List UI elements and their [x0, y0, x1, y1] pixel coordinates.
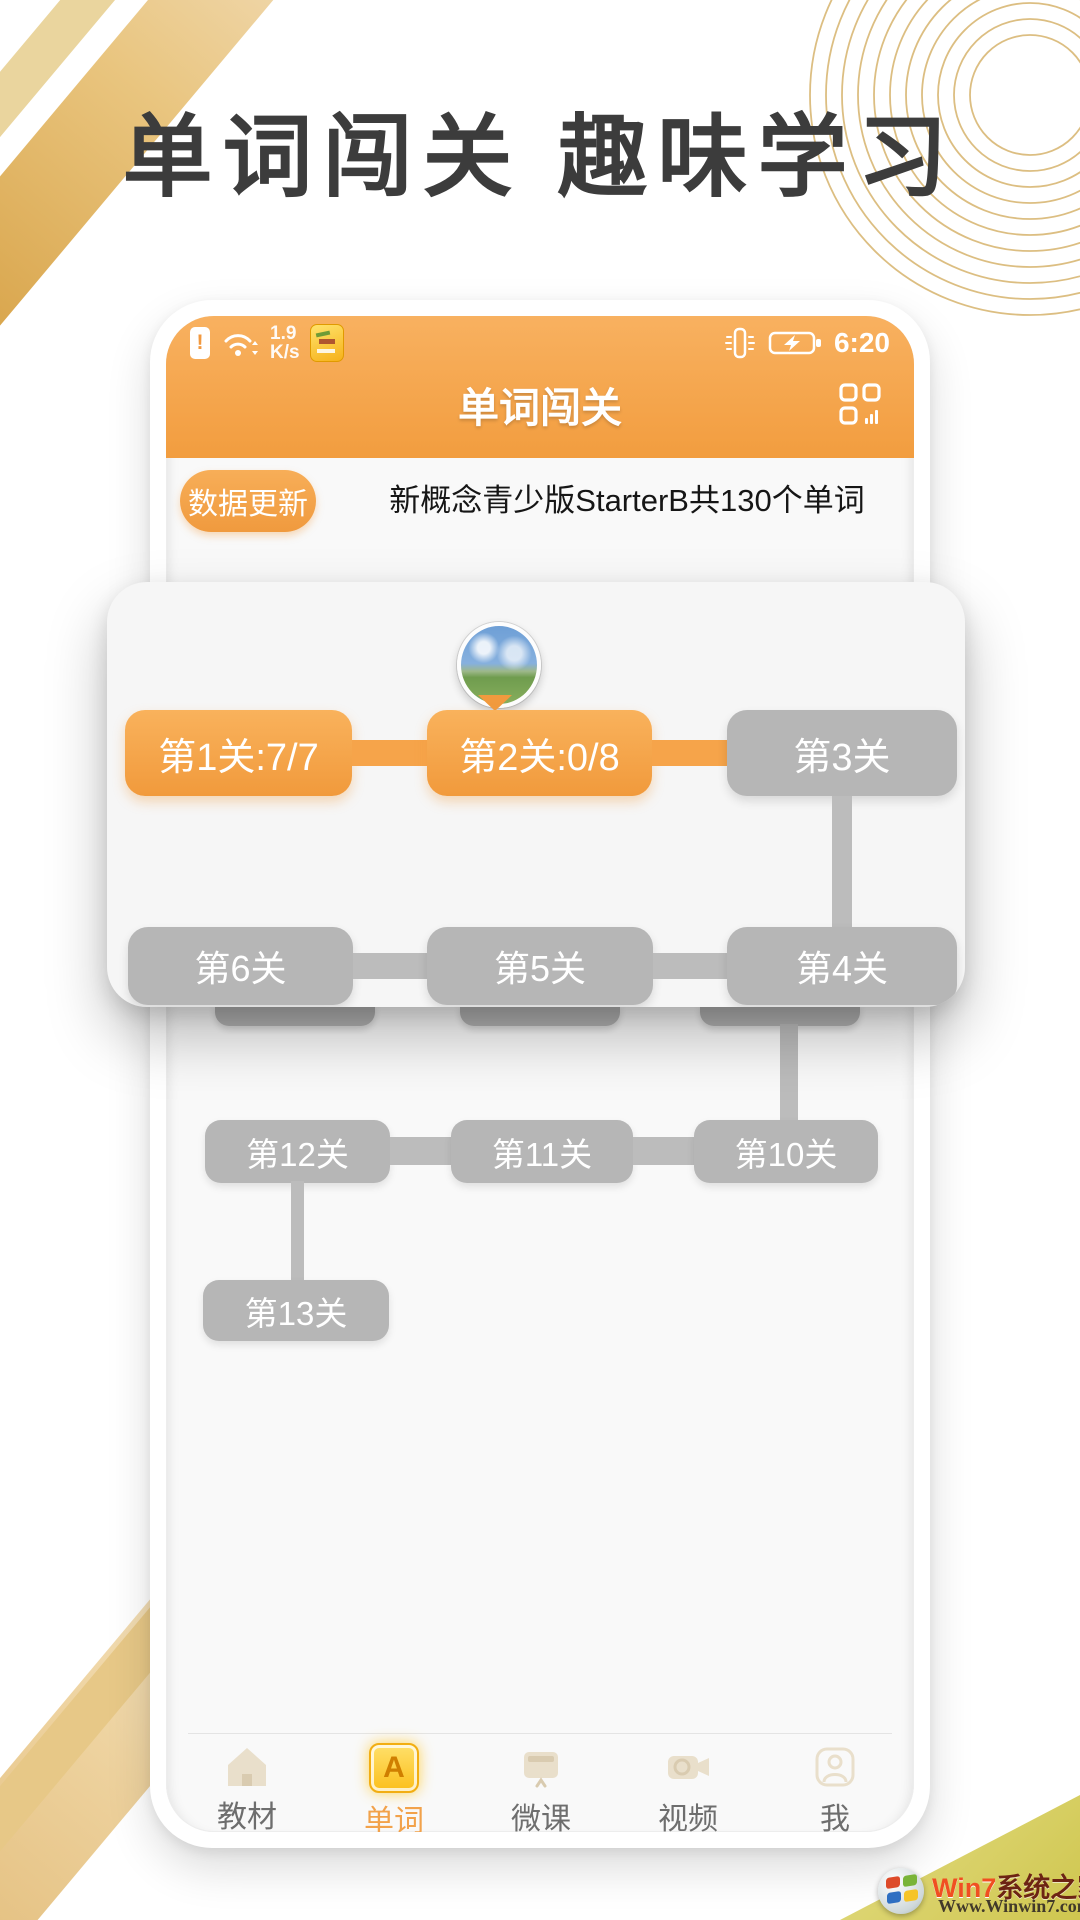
app-screen: ! 1.9 K/s: [166, 316, 914, 1832]
level-connector: [633, 1137, 694, 1165]
tab-videos[interactable]: 视频: [623, 1744, 753, 1832]
level-6-button[interactable]: 第6关: [128, 927, 353, 1005]
hidden-level-button-partial: [215, 1003, 375, 1026]
tab-me[interactable]: 我: [770, 1744, 900, 1832]
avatar-pointer-icon: [478, 695, 512, 711]
hidden-level-button-partial: [700, 1003, 860, 1026]
tab-words[interactable]: A 单词: [329, 1743, 459, 1832]
data-update-button[interactable]: 数据更新: [180, 470, 316, 532]
level-connector: [353, 953, 427, 979]
network-speed: 1.9 K/s: [270, 323, 300, 363]
level-13-button[interactable]: 第13关: [203, 1280, 389, 1341]
vibrate-icon: [724, 327, 755, 359]
word-a-icon: A: [369, 1743, 419, 1793]
level-11-button[interactable]: 第11关: [451, 1120, 633, 1183]
level-connector: [390, 1137, 451, 1165]
player-avatar: [457, 622, 541, 708]
level-connector: [652, 740, 727, 766]
level-connector: [780, 1024, 798, 1122]
level-connector: [291, 1181, 304, 1282]
level-3-button[interactable]: 第3关: [727, 710, 957, 796]
notification-app-icon: [309, 324, 344, 362]
page-title: 单词闯关 趣味学习: [122, 108, 958, 208]
tab-textbook[interactable]: 教材: [182, 1744, 312, 1832]
wifi-icon: [224, 334, 258, 356]
app-header: ! 1.9 K/s: [166, 316, 914, 458]
status-bar: ! 1.9 K/s: [190, 320, 890, 366]
concentric-rings-decoration: [809, 0, 1080, 316]
level-connector: [653, 953, 727, 979]
sim-alert-icon: !: [190, 327, 210, 359]
tab-microlessons[interactable]: 微课: [476, 1744, 606, 1832]
level-10-button[interactable]: 第10关: [694, 1120, 878, 1183]
level-5-button[interactable]: 第5关: [427, 927, 653, 1005]
lesson-board-icon: [518, 1744, 564, 1790]
level-1-button[interactable]: 第1关:7/7: [125, 710, 352, 796]
hidden-level-button-partial: [460, 1003, 620, 1026]
video-camera-icon: [664, 1744, 712, 1790]
level-connector: [352, 740, 427, 766]
level-map-zoom-card: 第1关:7/7 第2关:0/8 第3关 第6关 第5关 第4关: [107, 582, 965, 1007]
watermark-brand: Win7系统之家: [932, 1873, 1080, 1903]
profile-icon: [812, 1744, 858, 1790]
battery-charging-icon: [768, 331, 821, 355]
level-4-button[interactable]: 第4关: [727, 927, 957, 1005]
watermark-url: Www.Winwin7.com: [938, 1896, 1080, 1916]
level-12-button[interactable]: 第12关: [205, 1120, 390, 1183]
app-header-title: 单词闯关: [458, 385, 622, 431]
dashboard-grid-icon[interactable]: [836, 380, 884, 428]
home-icon: [224, 1744, 270, 1788]
level-2-button[interactable]: 第2关:0/8: [427, 710, 652, 796]
clock-time: 6:20: [833, 327, 890, 358]
windows-logo: [878, 1868, 924, 1914]
phone-mockup: ! 1.9 K/s: [150, 300, 930, 1848]
level-connector: [832, 796, 852, 929]
tabbar-divider: [188, 1733, 892, 1734]
course-word-count-text: 新概念青少版StarterB共130个单词: [389, 483, 865, 518]
tabbar: 教材 A 单词 微课: [166, 1743, 914, 1832]
